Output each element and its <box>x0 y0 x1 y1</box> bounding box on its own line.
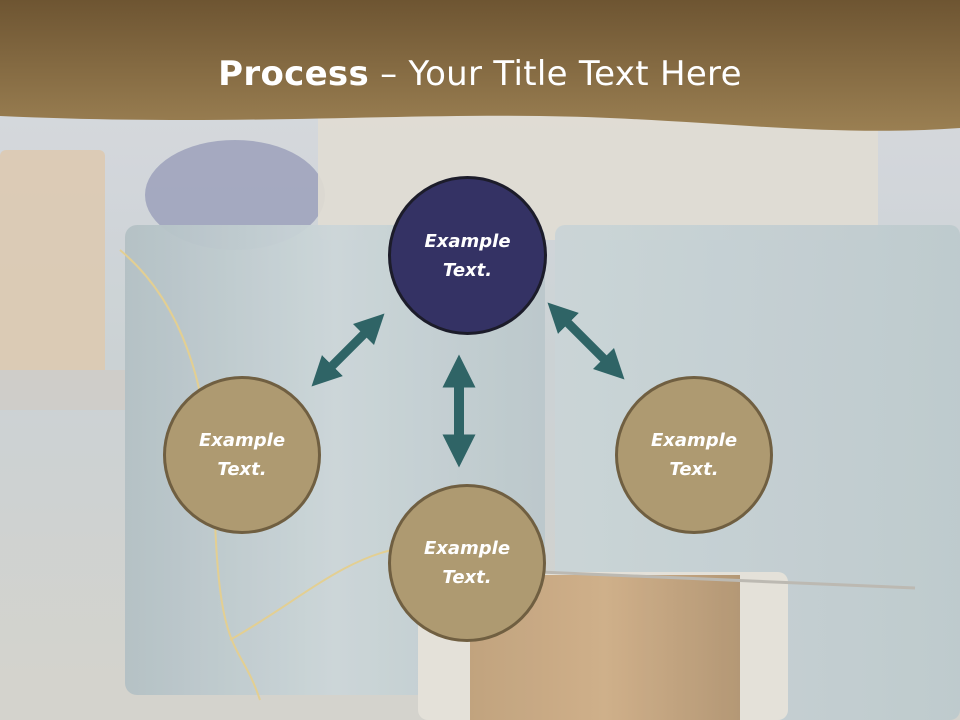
slide-title: Process – Your Title Text Here <box>0 52 960 96</box>
node-right: Example Text. <box>615 376 773 534</box>
title-bold: Process <box>218 54 370 94</box>
node-left-text: Example Text. <box>198 430 286 480</box>
header-band <box>0 0 960 131</box>
node-bottom: Example Text. <box>388 484 546 642</box>
arrow-top-right <box>547 302 625 380</box>
node-left: Example Text. <box>163 376 321 534</box>
node-top-text: Example Text. <box>424 230 511 281</box>
arrow-top-left <box>311 313 385 387</box>
node-right-text: Example Text. <box>650 430 738 480</box>
title-rest: – Your Title Text Here <box>369 54 742 94</box>
node-top: Example Text. <box>388 176 547 335</box>
node-bottom-text: Example Text. <box>423 538 511 588</box>
